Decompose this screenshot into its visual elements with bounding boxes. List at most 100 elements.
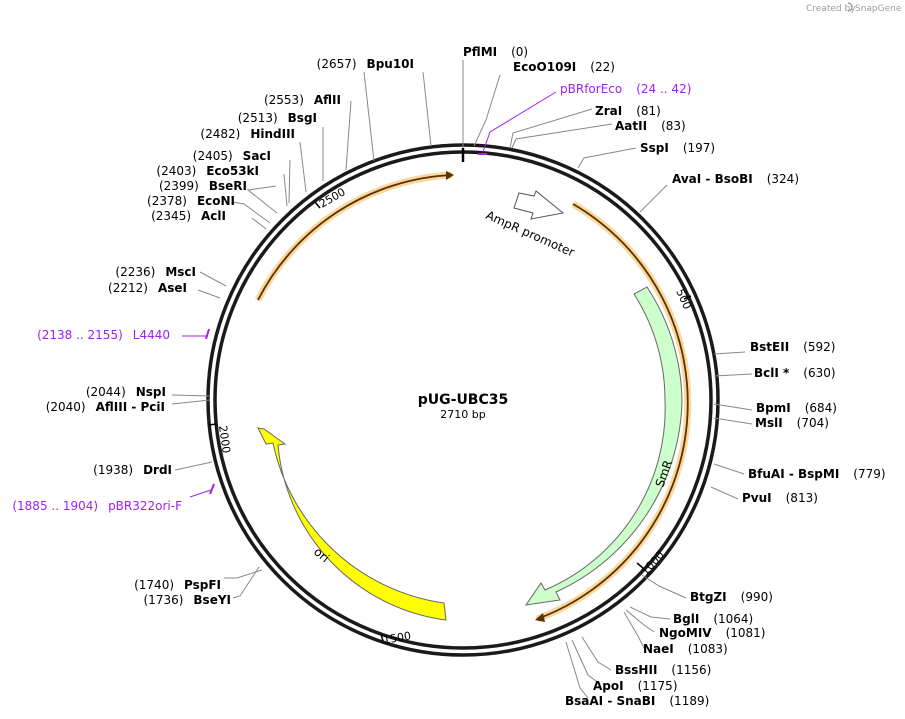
- site-position: (2657): [317, 57, 357, 71]
- site-label-aatii: AatII (83): [615, 119, 686, 133]
- site-label-bsgi: (2513)BsgI: [238, 111, 317, 125]
- site-label-bsteii: BstEII (592): [750, 340, 835, 354]
- site-name: MslI: [755, 416, 783, 430]
- site-position: (1064): [713, 612, 753, 626]
- site-label-pbr322ori-f: (1885 .. 1904) pBR322ori-F: [12, 499, 182, 513]
- site-name: NaeI: [643, 642, 674, 656]
- site-name: L4440: [133, 328, 170, 342]
- site-label-saci: (2405)SacI: [193, 149, 271, 163]
- site-label-zrai: ZraI(81): [595, 104, 661, 118]
- site-label-btgzi: BtgZI(990): [690, 590, 773, 604]
- site-label-afliii-pcii: (2040)AflIII - PciI: [46, 400, 165, 414]
- site-name: AflII: [314, 93, 341, 107]
- site-label-ngomiv: NgoMIV (1081): [659, 626, 765, 640]
- smr-feature-arrow: [524, 286, 683, 606]
- site-position: (1175): [638, 679, 678, 693]
- site-name: DrdI: [143, 463, 172, 477]
- site-name: AclI: [201, 209, 226, 223]
- site-position: (704): [797, 416, 829, 430]
- site-position: (1740): [134, 578, 174, 592]
- site-label-bpu10i: (2657) Bpu10I: [317, 57, 414, 71]
- site-name: ApoI: [593, 679, 624, 693]
- site-name: BfuAI - BspMI: [748, 467, 839, 481]
- orf-arc-right-arrowhead: [535, 613, 545, 622]
- site-position: (2044): [86, 385, 126, 399]
- site-position: (1081): [726, 626, 766, 640]
- site-label-pbrforeco: pBRforEco (24 .. 42): [560, 82, 691, 96]
- site-name: HindIII: [250, 127, 295, 141]
- site-position: (1156): [671, 663, 711, 677]
- site-name: BsgI: [288, 111, 317, 125]
- site-position: (2403): [156, 164, 196, 178]
- site-name: EcoO109I: [513, 60, 576, 74]
- site-position: (2040): [46, 400, 86, 414]
- site-label-bgli: BglI(1064): [673, 612, 753, 626]
- orf-arc-left-halo: [254, 171, 453, 302]
- site-name: BssHII: [615, 663, 657, 677]
- site-label-bsaai-snabi: BsaAI - SnaBI(1189): [565, 694, 709, 708]
- site-label-nspi: (2044) NspI: [86, 385, 166, 399]
- orf-arc-right: [536, 203, 689, 620]
- site-name: AatII: [615, 119, 647, 133]
- ruler-label-500: 500: [673, 287, 693, 311]
- orf-arc-left: [257, 174, 453, 301]
- site-position: (24 .. 42): [636, 82, 691, 96]
- site-position: (990): [741, 590, 773, 604]
- ampr-promoter-arrow: [513, 190, 565, 220]
- site-position: (2553): [264, 93, 304, 107]
- site-position: (1885 .. 1904): [12, 499, 98, 513]
- site-position: (324): [767, 172, 799, 186]
- site-label-drdi: (1938)DrdI: [93, 463, 172, 477]
- site-position: (81): [636, 104, 661, 118]
- site-position: (592): [803, 340, 835, 354]
- site-position: (2399): [159, 179, 199, 193]
- site-position: (2345): [151, 209, 191, 223]
- site-position: (813): [786, 491, 818, 505]
- site-position: (22): [590, 60, 615, 74]
- plasmid-length: 2710 bp: [440, 408, 485, 421]
- site-label-sspi: SspI(197): [640, 141, 715, 155]
- ruler-label-1500: 1500: [382, 629, 412, 647]
- feature-label-ampr-promoter: AmpR promoter: [484, 208, 577, 260]
- site-name: pBRforEco: [560, 82, 622, 96]
- site-label-econi: (2378)EcoNI: [147, 194, 235, 208]
- site-label-bseri: (2399) BseRI: [159, 179, 247, 193]
- site-position: (2212): [108, 281, 148, 295]
- site-labels: PflMI (0)EcoO109I (22) pBRforEco (24 .. 42) Z…: [12, 45, 885, 708]
- site-label-eco53ki: (2403)Eco53kI: [156, 164, 259, 178]
- ori-feature-arrow: [257, 427, 447, 621]
- site-label-bfuai-bspmi: BfuAI - BspMI(779): [748, 467, 886, 481]
- site-position: (1083): [688, 642, 728, 656]
- site-name: PspFI: [184, 578, 221, 592]
- primer-marker-l4440: [205, 328, 210, 340]
- site-label-bsshii: BssHII (1156): [615, 663, 711, 677]
- site-name: NspI: [136, 385, 166, 399]
- site-label-apoi: ApoI (1175): [593, 679, 678, 693]
- site-name: BstEII: [750, 340, 789, 354]
- site-name: pBR322ori-F: [108, 499, 182, 513]
- site-name: Bpu10I: [367, 57, 414, 71]
- plasmid-name: pUG-UBC35: [418, 392, 509, 408]
- site-position: (0): [511, 45, 528, 59]
- site-label-avai-bsobi: AvaI - BsoBI(324): [672, 172, 799, 186]
- primer-marker-pbr322ori-f: [209, 483, 215, 495]
- site-position: (2138 .. 2155): [37, 328, 123, 342]
- site-name: MscI: [165, 265, 196, 279]
- snapgene-logo-icon: [847, 2, 853, 12]
- created-by-text: Created by: [806, 4, 856, 14]
- site-name: BseYI: [193, 593, 231, 607]
- site-label-pvui: PvuI(813): [742, 491, 818, 505]
- site-position: (83): [661, 119, 686, 133]
- site-name: SspI: [640, 141, 669, 155]
- site-label-msci: (2236)MscI: [115, 265, 196, 279]
- site-name: NgoMIV: [659, 626, 712, 640]
- site-name: BseRI: [209, 179, 247, 193]
- site-label-pspfi: (1740) PspFI: [134, 578, 221, 592]
- ruler-500: 500: [673, 287, 693, 311]
- site-leader-lines: [171, 60, 753, 699]
- site-position: (630): [803, 366, 835, 380]
- site-label-hindiii: (2482)HindIII: [200, 127, 295, 141]
- site-name: PflMI: [463, 45, 497, 59]
- site-name: SacI: [243, 149, 271, 163]
